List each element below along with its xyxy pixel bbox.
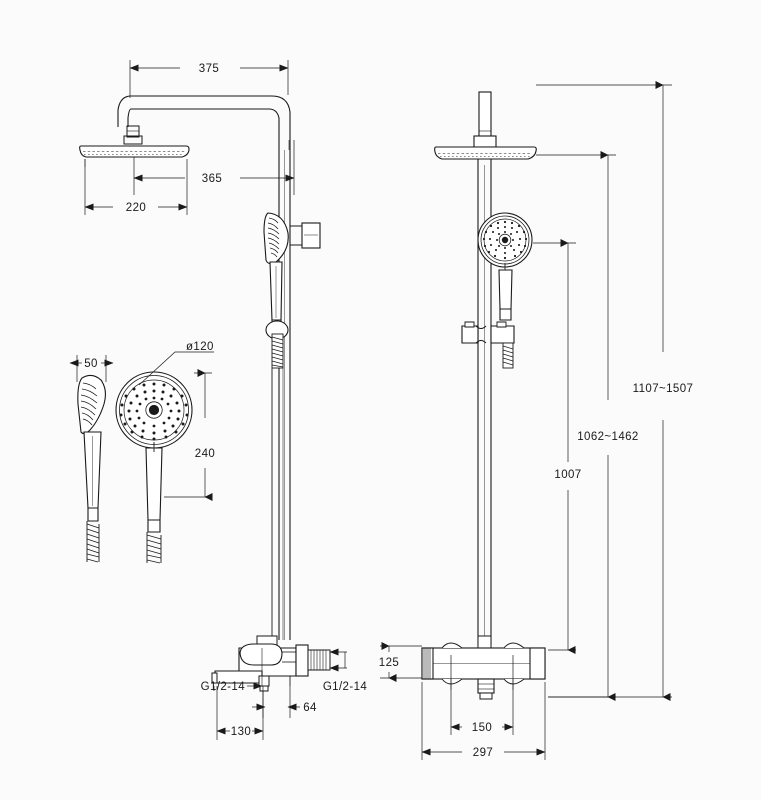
dim-297: 297	[421, 682, 546, 760]
dim-thread-left: G1/2-14	[201, 681, 263, 693]
dim-1007: 1007	[533, 239, 581, 654]
dim-label-64: 64	[303, 702, 317, 714]
dim-240: 240	[164, 369, 215, 501]
dim-label-thread-right: G1/2-14	[323, 681, 368, 693]
dim-365: 365	[133, 140, 295, 195]
dim-150: 150	[450, 655, 514, 735]
side-view-full-column	[79, 95, 331, 692]
dim-1062-1462: 1062~1462	[536, 151, 638, 701]
head-connector	[123, 125, 143, 145]
dim-label-thread-left: G1/2-14	[201, 681, 246, 693]
dim-label-365: 365	[202, 173, 222, 185]
mixer-body-side	[211, 635, 331, 692]
dim-label-240: 240	[195, 448, 215, 460]
front-overhead-head	[434, 146, 537, 160]
dim-220: 220	[84, 159, 188, 215]
dim-label-130: 130	[231, 726, 251, 738]
dim-label-1107-1507: 1107~1507	[633, 383, 694, 395]
dim-diameter-120: ø120	[138, 341, 214, 386]
hose-coil-left	[86, 521, 100, 563]
dim-125: 125	[379, 642, 422, 682]
spray-holes	[119, 382, 189, 441]
dim-label-297: 297	[473, 747, 493, 759]
dim-1107-1507: 1107~1507	[536, 81, 694, 701]
hand-shower-detail	[77, 371, 193, 564]
dimension-layer: 375 365 220 50 ø120	[69, 60, 694, 760]
front-hand-shower	[477, 212, 533, 321]
overhead-shower-head	[79, 145, 190, 158]
shower-hose	[265, 320, 289, 640]
hand-shower-face-view	[115, 371, 193, 564]
dim-label-150: 150	[472, 722, 492, 734]
diverter-handle	[289, 222, 321, 249]
dim-label-50: 50	[84, 358, 98, 370]
front-view-full-column	[421, 91, 546, 700]
extension-lines	[84, 140, 514, 690]
front-shower-arm	[473, 91, 497, 149]
dim-label-1062-1462: 1062~1462	[577, 431, 638, 443]
dim-thread-right: G1/2-14	[323, 648, 368, 693]
dim-375: 375	[129, 60, 289, 98]
hose-coil-right	[146, 532, 162, 564]
mixer-body-front	[421, 635, 546, 700]
shower-arm	[117, 95, 291, 138]
dim-label-1007: 1007	[554, 469, 581, 481]
dim-label-125: 125	[379, 657, 399, 669]
dim-label-diameter-120: ø120	[186, 341, 214, 353]
dim-label-375: 375	[199, 63, 219, 75]
hand-shower-edge-view	[77, 374, 107, 563]
dim-label-220: 220	[126, 202, 146, 214]
dim-50: 50	[69, 355, 114, 382]
sliding-bracket	[461, 321, 515, 369]
hand-shower-side	[263, 212, 289, 339]
